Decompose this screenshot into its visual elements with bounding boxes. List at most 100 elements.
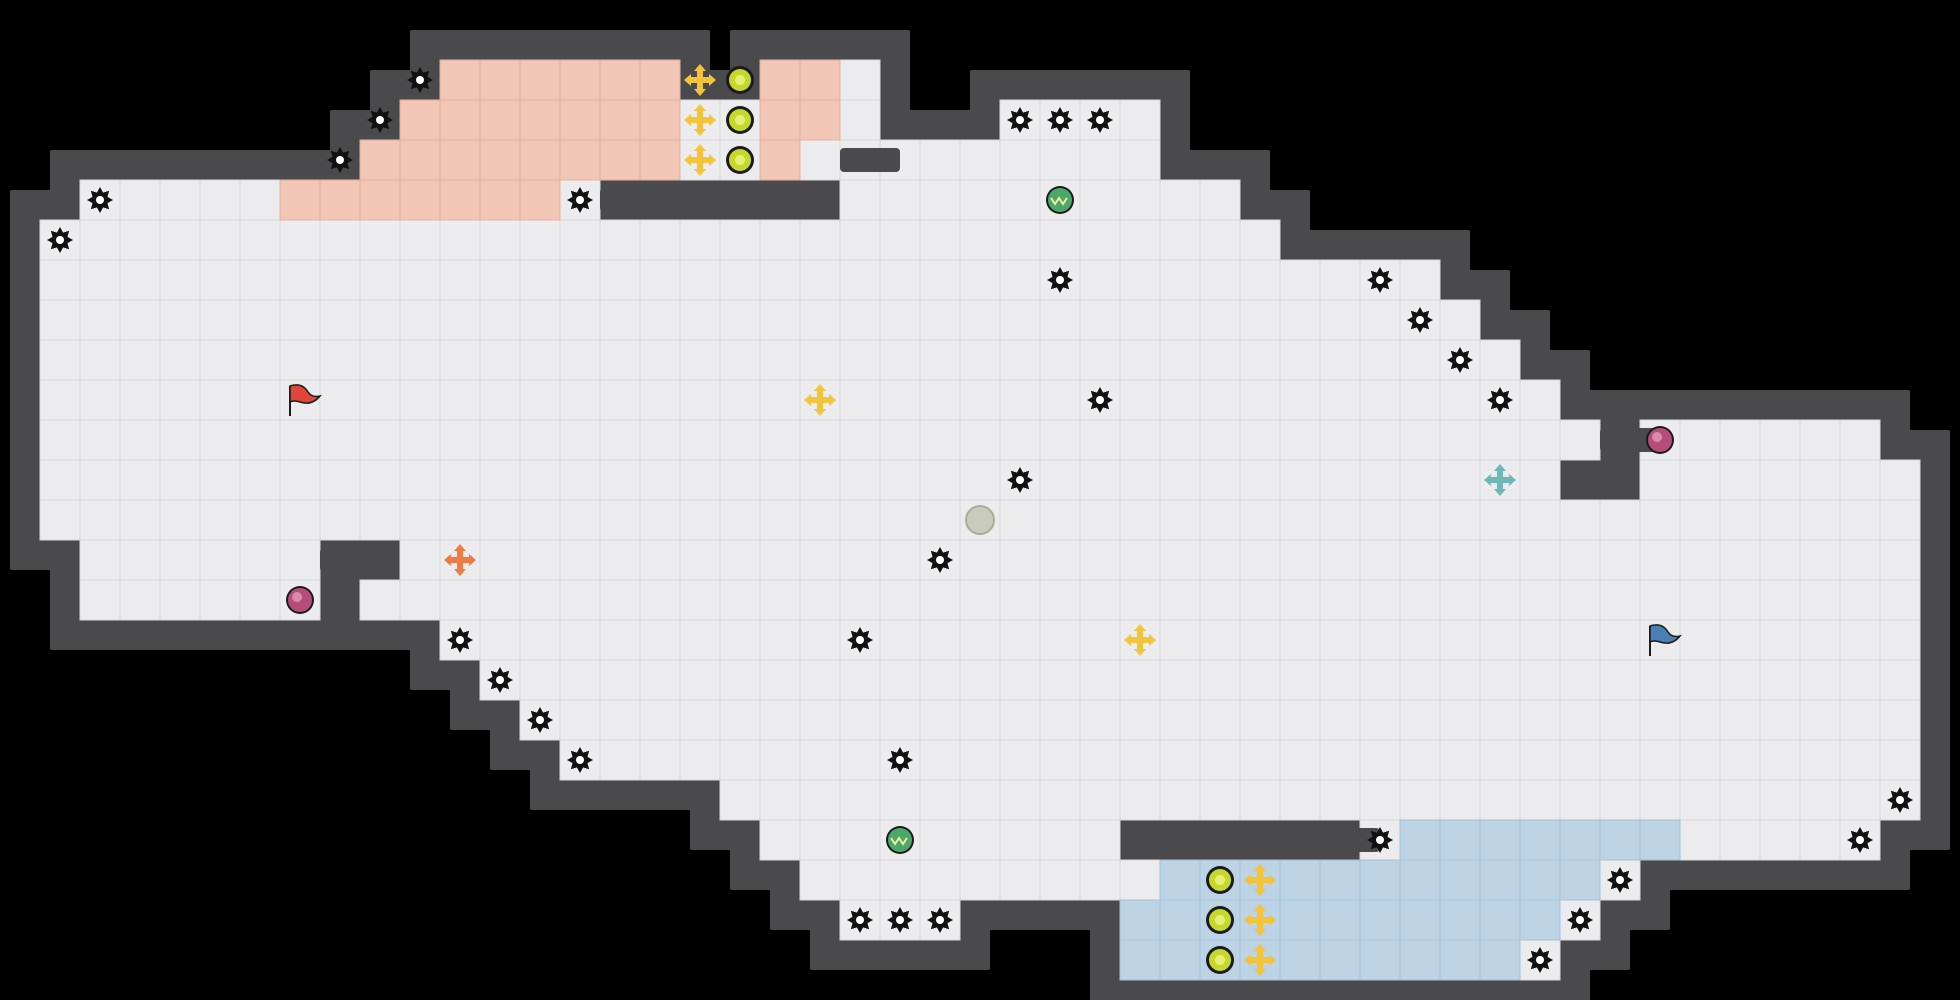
spike-icon	[1847, 827, 1873, 853]
floor-tile	[1479, 419, 1521, 461]
floor-tile	[439, 459, 481, 501]
floor-tile	[559, 659, 601, 701]
floor-tile	[79, 259, 121, 301]
floor-tile	[1679, 819, 1721, 861]
floor-tile	[839, 259, 881, 301]
floor-tile	[799, 779, 841, 821]
floor-tile	[919, 299, 961, 341]
floor-tile	[919, 779, 961, 821]
floor-tile	[719, 579, 761, 621]
red-base-tile	[559, 99, 601, 141]
floor-tile	[279, 419, 321, 461]
blue-base-tile	[1279, 859, 1321, 901]
floor-tile	[1279, 379, 1321, 421]
floor-tile	[1119, 779, 1161, 821]
red-base-tile	[519, 179, 561, 221]
floor-tile	[679, 499, 721, 541]
floor-tile	[679, 259, 721, 301]
spike-icon	[1527, 947, 1553, 973]
floor-tile	[1279, 619, 1321, 661]
floor-tile	[1079, 819, 1121, 861]
blue-base-tile	[1519, 859, 1561, 901]
floor-tile	[559, 299, 601, 341]
floor-tile	[1639, 779, 1681, 821]
floor-tile	[1559, 739, 1601, 781]
bomb-icon	[1206, 866, 1234, 894]
floor-tile	[439, 259, 481, 301]
floor-tile	[599, 739, 641, 781]
floor-tile	[1839, 659, 1881, 701]
floor-tile	[1879, 459, 1921, 501]
floor-tile	[919, 659, 961, 701]
floor-tile	[959, 859, 1001, 901]
floor-tile	[759, 739, 801, 781]
floor-tile	[239, 379, 281, 421]
spike-icon	[447, 627, 473, 653]
floor-tile	[1279, 539, 1321, 581]
floor-tile	[159, 299, 201, 341]
floor-tile	[919, 219, 961, 261]
boost-icon	[684, 104, 716, 136]
floor-tile	[879, 419, 921, 461]
spike-icon	[367, 107, 393, 133]
floor-tile	[1039, 699, 1081, 741]
floor-tile	[1039, 299, 1081, 341]
floor-tile	[639, 539, 681, 581]
floor-tile	[759, 579, 801, 621]
floor-tile	[639, 659, 681, 701]
floor-tile	[279, 539, 321, 581]
red-base-tile	[399, 99, 441, 141]
floor-tile	[1199, 739, 1241, 781]
floor-tile	[1039, 659, 1081, 701]
blue-base-tile	[1479, 939, 1521, 981]
red-base-tile	[759, 59, 801, 101]
floor-tile	[1799, 499, 1841, 541]
floor-tile	[1319, 459, 1361, 501]
spike-icon	[1087, 387, 1113, 413]
floor-tile	[1079, 779, 1121, 821]
floor-tile	[1399, 579, 1441, 621]
floor-tile	[1159, 419, 1201, 461]
floor-tile	[679, 299, 721, 341]
floor-tile	[1679, 659, 1721, 701]
floor-tile	[1399, 499, 1441, 541]
floor-tile	[919, 259, 961, 301]
floor-tile	[39, 299, 81, 341]
blue-base-tile	[1359, 939, 1401, 981]
floor-tile	[879, 539, 921, 581]
floor-tile	[359, 299, 401, 341]
bomb-icon	[726, 146, 754, 174]
floor-tile	[919, 379, 961, 421]
blue-base-tile	[1159, 939, 1201, 981]
floor-tile	[1679, 539, 1721, 581]
floor-tile	[479, 619, 521, 661]
floor-tile	[319, 299, 361, 341]
floor-tile	[1679, 419, 1721, 461]
floor-tile	[1239, 459, 1281, 501]
floor-tile	[1559, 539, 1601, 581]
floor-tile	[1519, 779, 1561, 821]
floor-tile	[1519, 419, 1561, 461]
floor-tile	[1319, 539, 1361, 581]
floor-tile	[239, 219, 281, 261]
blue-base-tile	[1319, 939, 1361, 981]
floor-tile	[639, 339, 681, 381]
floor-tile	[719, 619, 761, 661]
red-base-tile	[759, 139, 801, 181]
red-base-tile	[279, 179, 321, 221]
floor-tile	[1439, 539, 1481, 581]
floor-tile	[1399, 699, 1441, 741]
floor-tile	[679, 459, 721, 501]
floor-tile	[1879, 779, 1921, 821]
blue-base-tile	[1359, 859, 1401, 901]
floor-tile	[1479, 339, 1521, 381]
floor-tile	[759, 459, 801, 501]
floor-tile	[1199, 419, 1241, 461]
floor-tile	[1199, 539, 1241, 581]
floor-tile	[159, 499, 201, 541]
floor-tile	[799, 419, 841, 461]
floor-tile	[199, 539, 241, 581]
floor-tile	[1039, 619, 1081, 661]
boost-icon	[1244, 904, 1276, 936]
blue-base-tile	[1559, 859, 1601, 901]
